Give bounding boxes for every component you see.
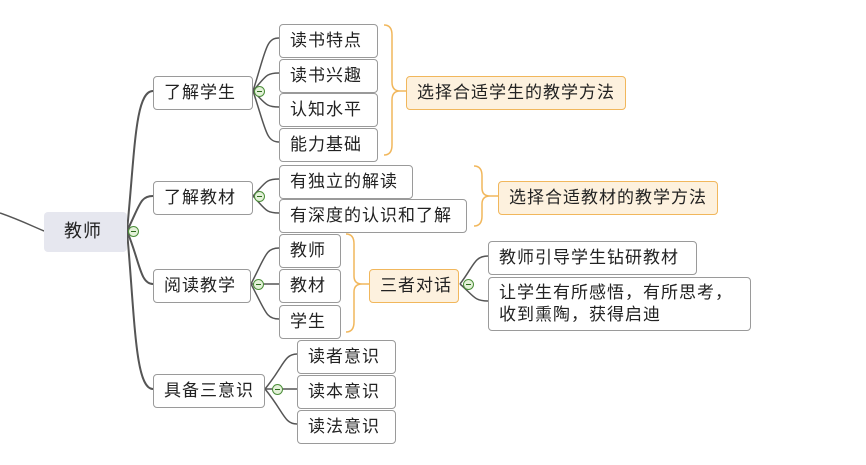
summary-bracket-3 <box>345 233 363 333</box>
child-node[interactable]: 读本意识 <box>297 375 396 409</box>
connector-b4-c3 <box>264 388 298 425</box>
child-node[interactable]: 教师 <box>279 234 341 268</box>
child-node[interactable]: 读法意识 <box>297 410 396 444</box>
connector-b1-c1 <box>252 37 280 92</box>
connector-root-b4 <box>126 230 154 390</box>
child-node[interactable]: 读者意识 <box>297 340 396 374</box>
child-node[interactable]: 教材 <box>279 269 341 303</box>
root-node[interactable]: 教师 <box>44 212 127 252</box>
summary-child-line: 收到熏陶，获得启迪 <box>499 305 661 325</box>
child-node[interactable]: 读书特点 <box>279 24 378 58</box>
child-node[interactable]: 有独立的解读 <box>279 165 413 199</box>
summary-bracket-1 <box>383 24 401 156</box>
child-node[interactable]: 认知水平 <box>279 93 378 127</box>
summary-child-node[interactable]: 教师引导学生钻研教材 <box>488 241 697 275</box>
connector-b1-c4 <box>252 90 280 143</box>
collapse-toggle-icon[interactable] <box>254 86 265 97</box>
collapse-toggle-icon[interactable] <box>272 384 283 395</box>
collapse-toggle-icon[interactable] <box>463 279 474 290</box>
connector-root-b1 <box>126 90 154 232</box>
connector-b4-c1 <box>264 353 298 390</box>
child-node[interactable]: 读书兴趣 <box>279 59 378 93</box>
collapse-toggle-icon[interactable] <box>253 279 264 290</box>
summary-child-node[interactable]: 让学生有所感悟，有所思考， 收到熏陶，获得启迪 <box>488 277 751 331</box>
connector-s3-c1 <box>459 255 489 285</box>
summary-node[interactable]: 选择合适教材的教学方法 <box>498 181 718 215</box>
connector-b3-c3 <box>250 283 280 320</box>
child-node[interactable]: 能力基础 <box>279 128 378 162</box>
connector-root-incoming <box>0 212 45 232</box>
branch-node-understand-materials[interactable]: 了解教材 <box>153 181 253 215</box>
summary-node[interactable]: 选择合适学生的教学方法 <box>406 76 626 110</box>
summary-child-line: 让学生有所感悟，有所思考， <box>499 283 733 303</box>
branch-node-reading-teaching[interactable]: 阅读教学 <box>153 269 251 303</box>
summary-bracket-2 <box>473 165 491 227</box>
connector-root-b2 <box>126 195 154 232</box>
connector-root-b3 <box>126 230 154 285</box>
summary-node[interactable]: 三者对话 <box>369 269 459 303</box>
collapse-toggle-icon[interactable] <box>128 226 139 237</box>
child-node[interactable]: 有深度的认识和了解 <box>279 199 467 233</box>
connector-b3-c1 <box>250 247 280 285</box>
collapse-toggle-icon[interactable] <box>254 191 265 202</box>
branch-node-three-awareness[interactable]: 具备三意识 <box>153 374 265 408</box>
child-node[interactable]: 学生 <box>279 305 341 339</box>
branch-node-understand-students[interactable]: 了解学生 <box>153 76 253 110</box>
